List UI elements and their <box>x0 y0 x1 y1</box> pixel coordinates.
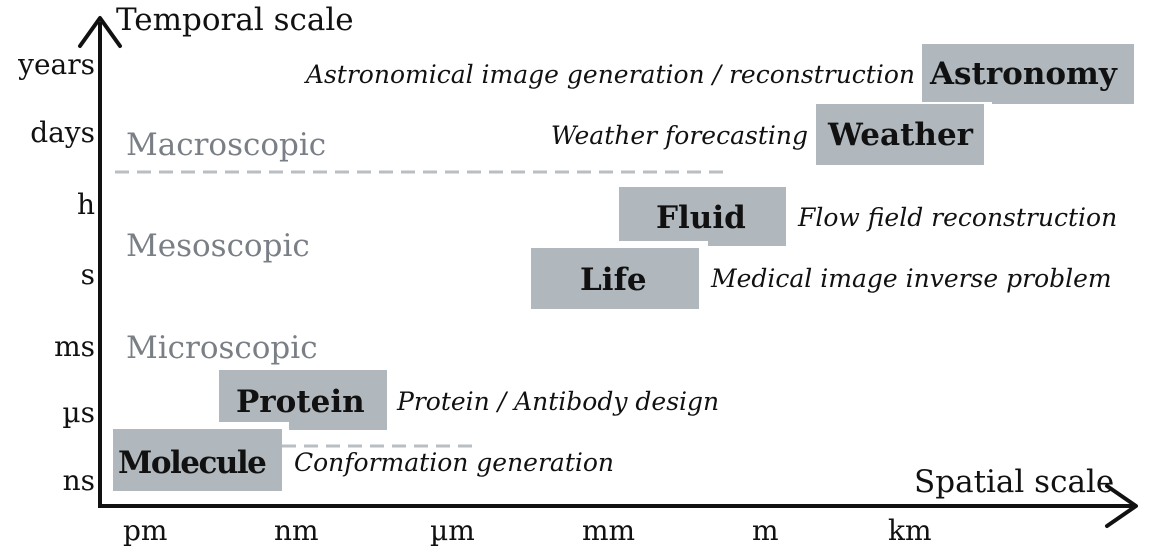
x-tick-pm: pm <box>123 514 168 547</box>
x-tick-um: µm <box>430 514 475 547</box>
microscopic-label: Microscopic <box>126 330 318 366</box>
y-tick-days: days <box>30 116 95 149</box>
y-tick-ms: ms <box>54 330 95 363</box>
protein-task: Protein / Antibody design <box>397 387 720 416</box>
macroscopic-label: Macroscopic <box>126 127 327 163</box>
x-tick-m: m <box>752 514 779 547</box>
fluid-label: Fluid <box>656 200 746 236</box>
y-tick-h: h <box>76 188 95 221</box>
molecule-task: Conformation generation <box>294 448 615 477</box>
x-axis-arrowhead <box>1105 484 1138 528</box>
astronomy-box-tab <box>992 90 1134 104</box>
y-tick-us: µs <box>62 396 95 429</box>
y-tick-ns: ns <box>62 464 95 497</box>
y-tick-years: years <box>18 48 95 81</box>
life-task: Medical image inverse problem <box>711 264 1112 293</box>
protein-box <box>219 370 387 422</box>
y-tick-s: s <box>80 258 95 291</box>
molecule-box <box>113 429 282 491</box>
x-tick-nm: nm <box>274 514 319 547</box>
x-axis-title: Spatial scale <box>914 464 1115 500</box>
x-tick-km: km <box>888 514 932 547</box>
molecule-label: Molecule <box>118 445 267 481</box>
y-axis-title: Temporal scale <box>116 2 354 38</box>
astronomy-task: Astronomical image generation / reconstr… <box>305 60 915 89</box>
weather-task: Weather forecasting <box>550 121 808 150</box>
y-axis-arrowhead <box>78 16 122 48</box>
protein-box-tab <box>289 414 387 430</box>
fluid-box-tab <box>708 232 786 246</box>
life-box <box>531 248 699 309</box>
life-label: Life <box>580 262 647 298</box>
fluid-task: Flow field reconstruction <box>798 203 1118 232</box>
weather-box <box>816 104 984 165</box>
x-tick-mm: mm <box>582 514 636 547</box>
protein-label: Protein <box>236 384 365 420</box>
astronomy-label: Astronomy <box>930 56 1117 92</box>
mesoscopic-label: Mesoscopic <box>126 228 310 264</box>
weather-label: Weather <box>828 117 974 153</box>
